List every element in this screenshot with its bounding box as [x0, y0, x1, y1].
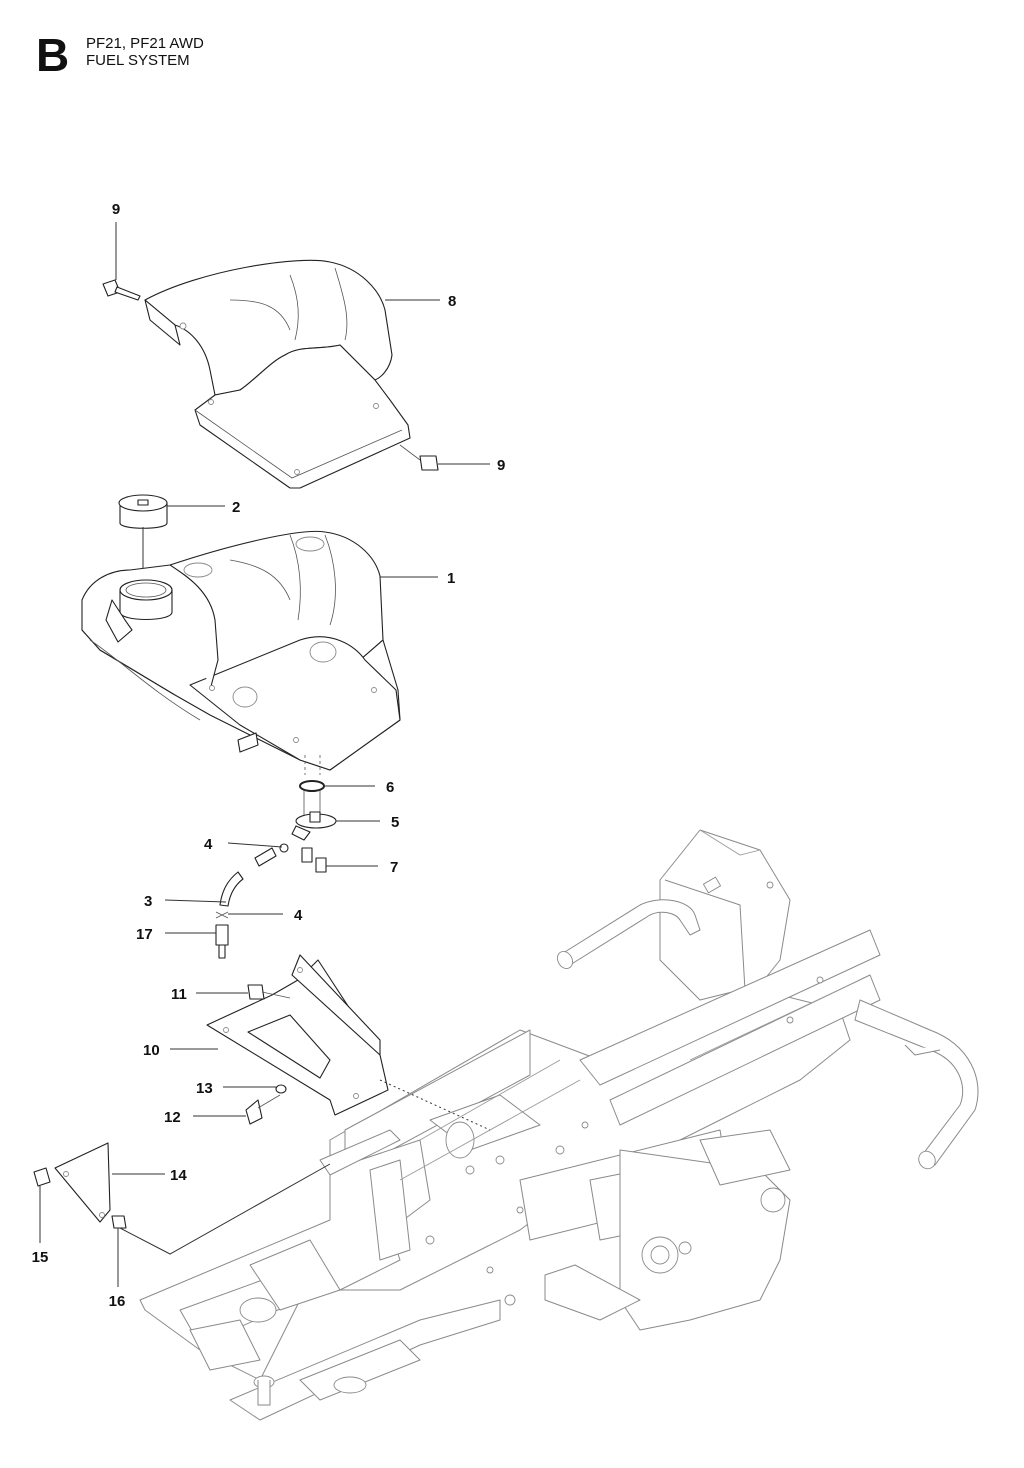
part-9-screw-bottom [399, 444, 439, 471]
callout-9-bottom: 9 [497, 457, 505, 474]
header: B PF21, PF21 AWD FUEL SYSTEM [36, 32, 436, 92]
callout-4-bottom: 4 [294, 907, 303, 924]
part-4-clamp-top [279, 843, 289, 853]
chassis-frame [139, 829, 979, 1421]
part-2-fuel-cap [118, 494, 168, 590]
part-1-fuel-tank [81, 530, 401, 775]
part-16-nut [111, 1215, 127, 1229]
callout-8: 8 [448, 293, 456, 310]
part-5-fuel-valve [291, 811, 337, 841]
part-8-tank-cover [144, 259, 411, 489]
callout-11: 11 [171, 986, 187, 1003]
part-17-fitting [215, 924, 229, 959]
part-3-fuel-hose [219, 847, 277, 907]
callout-7: 7 [390, 859, 398, 876]
callout-15: 15 [32, 1249, 49, 1266]
part-4-clamp-bottom [215, 911, 229, 919]
callout-4-top: 4 [204, 836, 213, 853]
part-13-washer [275, 1084, 287, 1094]
callout-12: 12 [164, 1109, 181, 1126]
callout-2: 2 [232, 499, 240, 516]
callout-6: 6 [386, 779, 394, 796]
part-12-screw [245, 1094, 281, 1125]
model-title: PF21, PF21 AWD [86, 35, 204, 52]
part-14-plate [54, 1142, 111, 1223]
callout-10: 10 [143, 1042, 160, 1059]
part-10-bracket [206, 954, 389, 1116]
callout-14: 14 [170, 1167, 187, 1184]
callout-17: 17 [136, 926, 153, 943]
part-6-o-ring [299, 780, 325, 815]
section-letter: B [36, 29, 70, 81]
callout-16: 16 [109, 1293, 126, 1310]
part-7-screws [301, 847, 327, 873]
callout-5: 5 [391, 814, 399, 831]
callout-9-top: 9 [112, 201, 120, 218]
part-11-screw [247, 984, 291, 1000]
callout-1: 1 [447, 570, 455, 587]
section-title: FUEL SYSTEM [86, 52, 190, 69]
callout-13: 13 [196, 1080, 213, 1097]
leader-lines [39, 222, 490, 1287]
callout-3: 3 [144, 893, 152, 910]
part-9-screw-top [102, 279, 141, 301]
callout-labels: 9 8 9 2 1 6 5 4 7 3 4 17 11 10 13 12 14 … [32, 201, 506, 1310]
part-15-screw [33, 1167, 51, 1187]
